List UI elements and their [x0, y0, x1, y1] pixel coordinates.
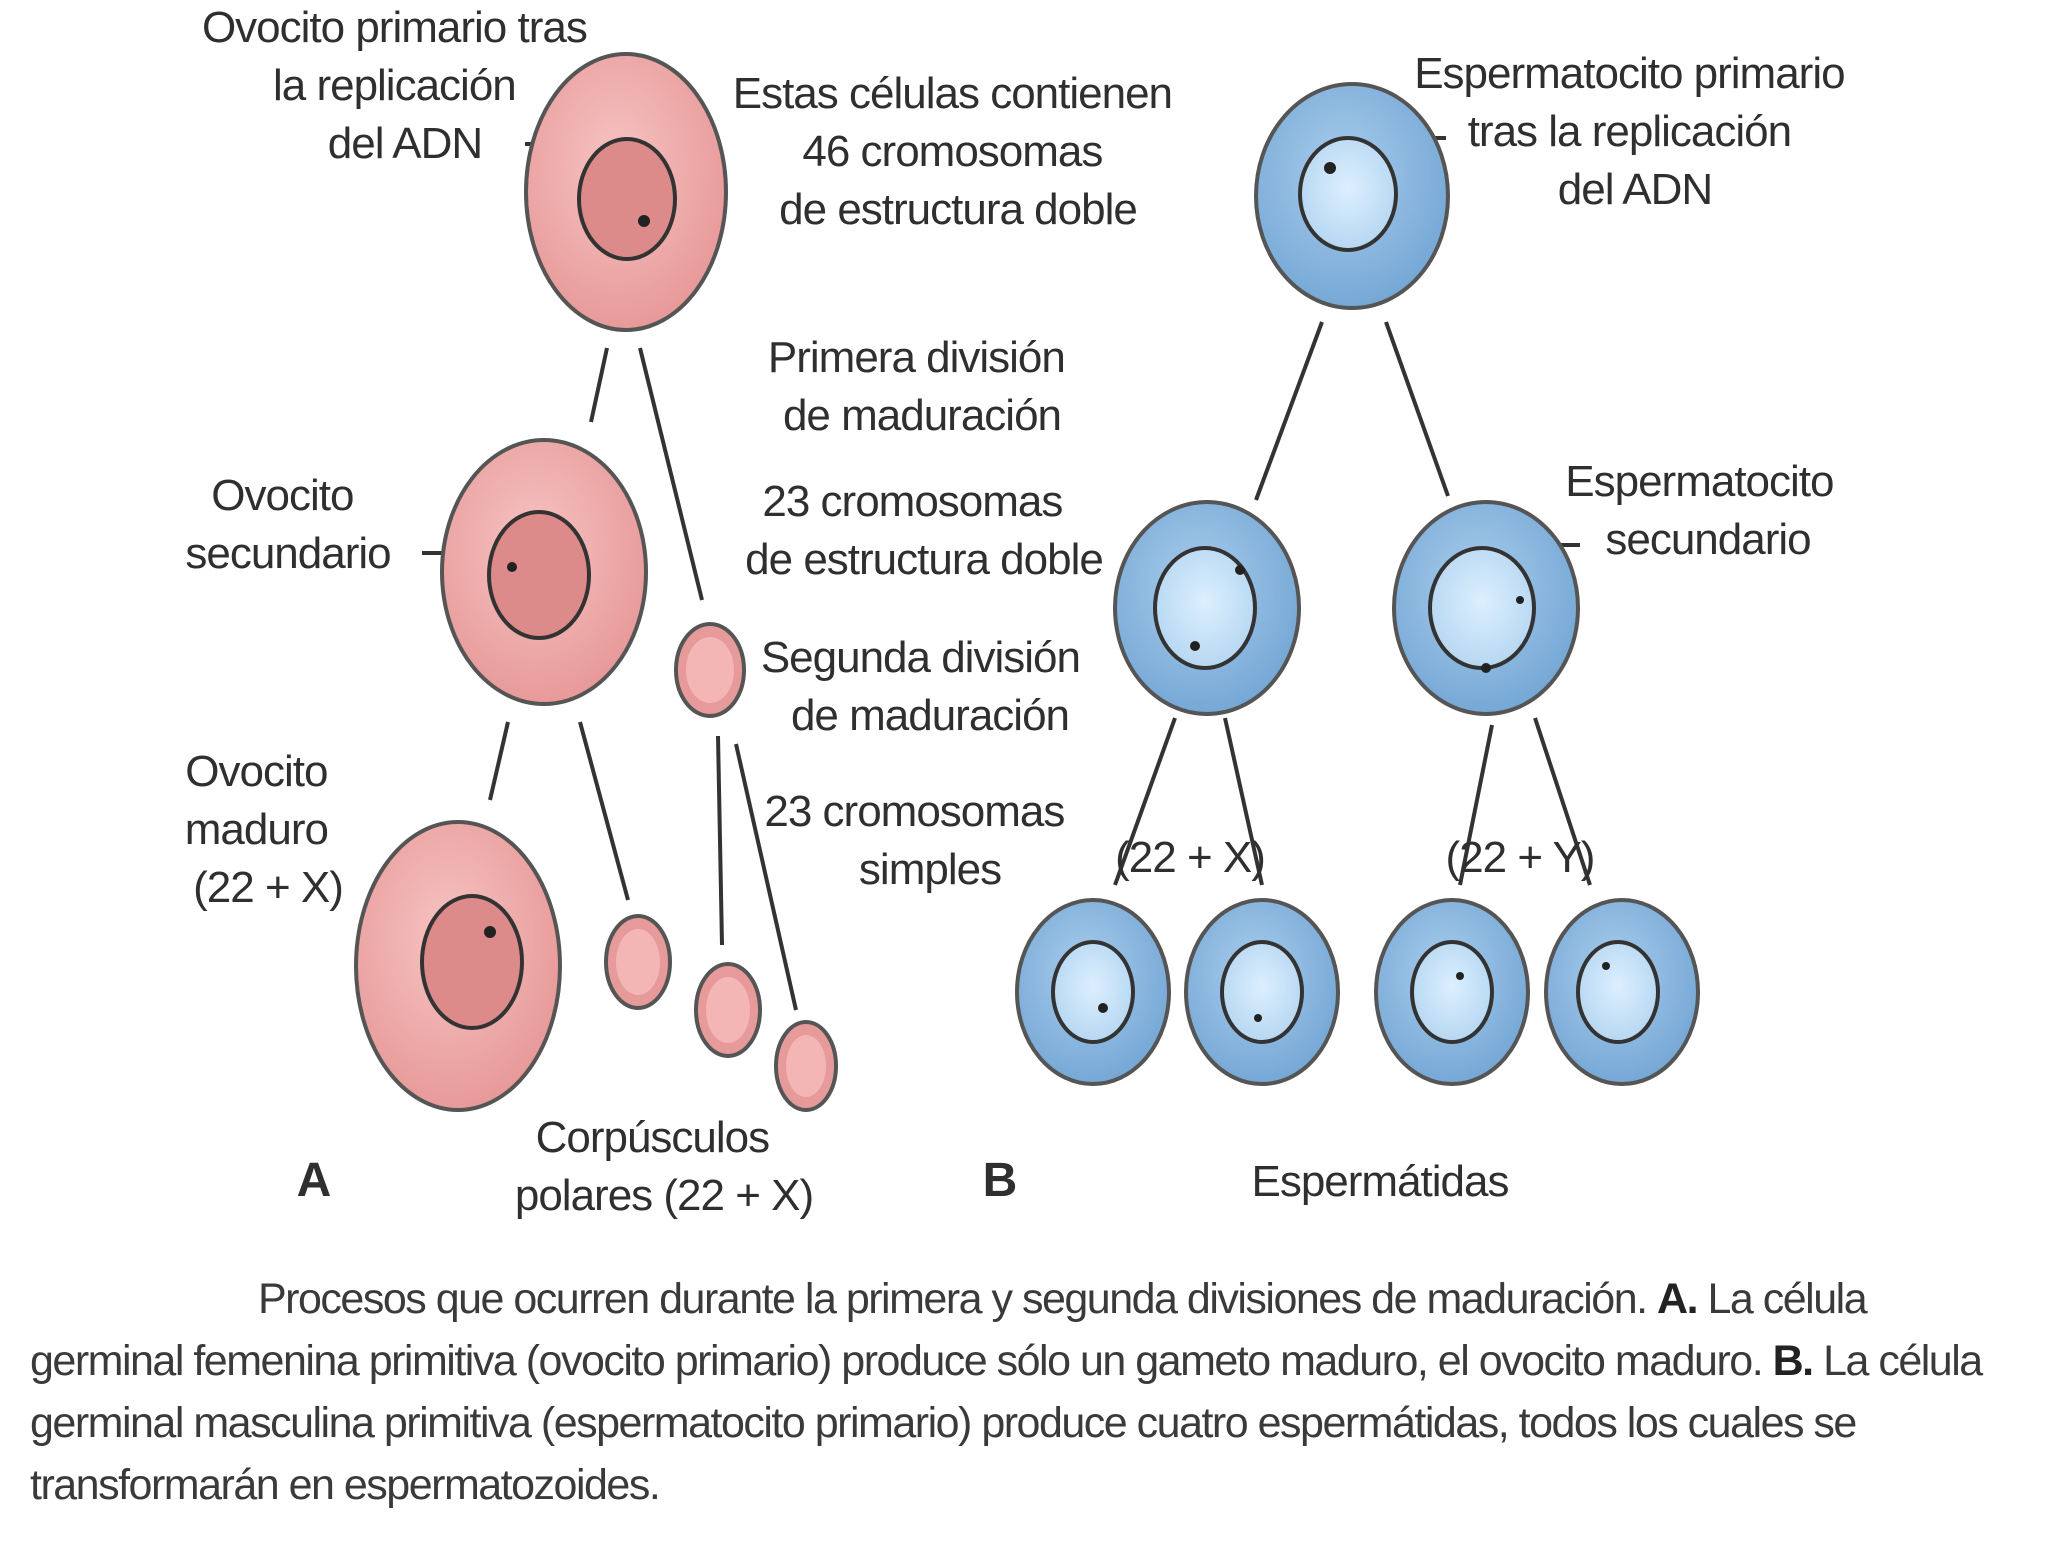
spermatid [1184, 898, 1340, 1086]
karyotype-x-label: (22 + X) [1115, 833, 1265, 882]
secondary-oocyte-label: Ovocito secundario [185, 471, 390, 578]
primary-spermatocyte [1254, 82, 1450, 310]
first-polar-body [674, 622, 746, 718]
first-division-label: Primera división de maduración [768, 333, 1076, 440]
panel-b-label: B [983, 1154, 1018, 1207]
panel-a-label: A [297, 1154, 332, 1207]
spermatid [1015, 898, 1171, 1086]
polar-bodies-label: Corpúsculos polares (22 + X) [515, 1113, 813, 1220]
secondary-spermatocyte [1392, 500, 1580, 716]
caption-intro: Procesos que ocurren durante la primera … [258, 1275, 1648, 1323]
mature-oocyte [354, 820, 562, 1112]
secondary-spermatocyte-label: Espermatocito secundario [1565, 457, 1844, 564]
primary-spermatocyte-label: Espermatocito primario tras la replicaci… [1414, 49, 1856, 214]
spermatid [1544, 898, 1700, 1086]
chromosomes-23-simple-label: 23 cromosomas simples [764, 787, 1075, 894]
caption-a-text: La célula germinal femenina primitiva (o… [30, 1275, 1868, 1385]
spermatids-label: Espermátidas [1251, 1157, 1508, 1206]
oocyte-lineage-lines [488, 347, 798, 1011]
chromosomes-23-double-label: 23 cromosomas de estructura doble [745, 477, 1103, 584]
second-division-label: Segunda división de maduración [761, 633, 1091, 740]
mature-oocyte-label: Ovocito maduro (22 + X) [185, 747, 343, 912]
spermatid [1374, 898, 1530, 1086]
sperm-lineage-lines [1113, 321, 1592, 886]
primary-oocyte [524, 52, 728, 332]
secondary-spermatocyte [1113, 500, 1301, 716]
figure-caption: Procesos que ocurren durante la primera … [30, 1268, 2020, 1516]
polar-body [604, 914, 672, 1010]
polar-body [694, 962, 762, 1058]
secondary-oocyte [440, 438, 648, 706]
caption-b-text: La célula germinal masculina primitiva (… [30, 1337, 1983, 1509]
primary-oocyte-label: Ovocito primario tras la replicación del… [202, 3, 598, 168]
caption-b-marker: B. [1772, 1337, 1815, 1385]
caption-a-marker: A. [1657, 1275, 1699, 1323]
polar-body [774, 1020, 838, 1112]
chromosomes-46-label: Estas células contienen 46 cromosomas de… [733, 69, 1184, 234]
karyotype-y-label: (22 + Y) [1446, 833, 1595, 882]
